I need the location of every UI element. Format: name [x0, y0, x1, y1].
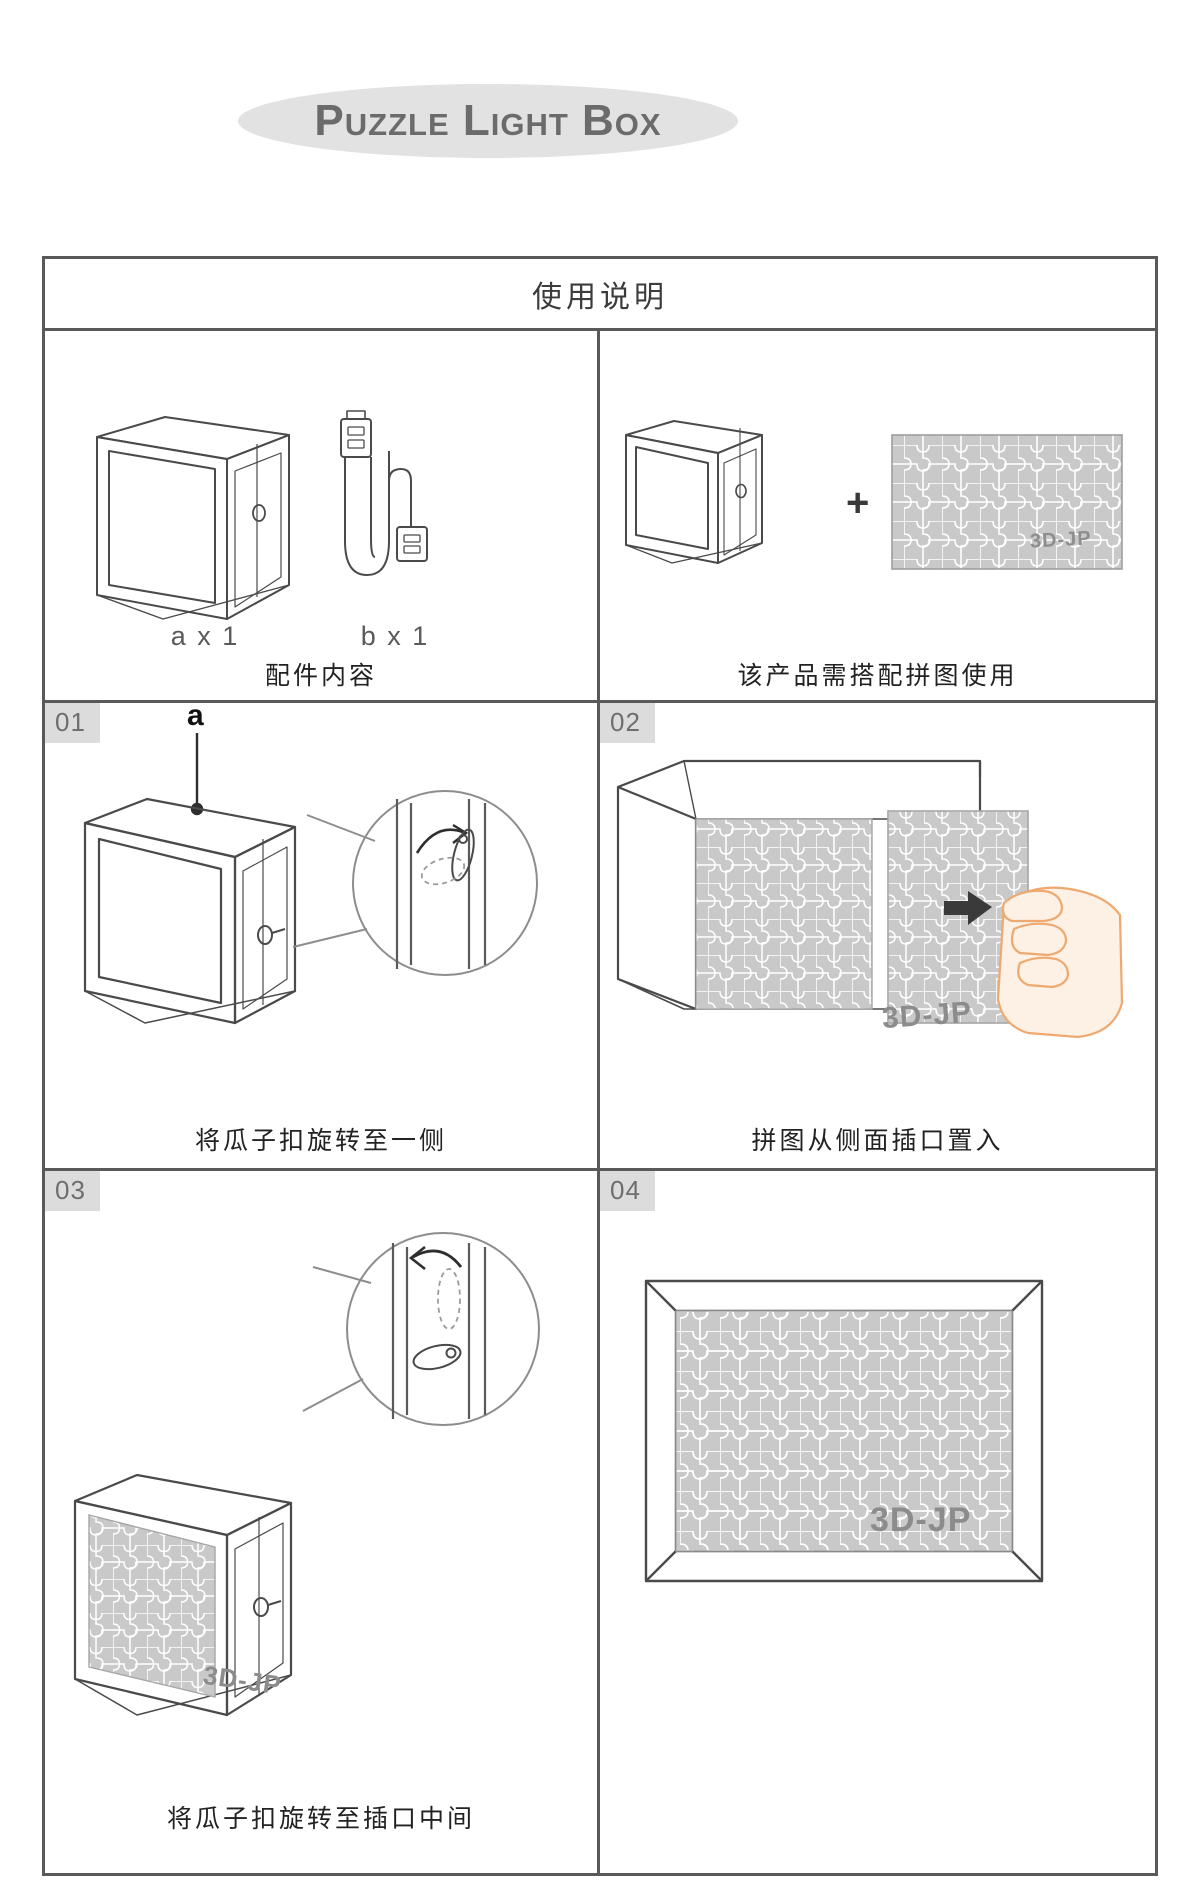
manual-row-intro: a x 1 b x 1 配件内容	[45, 331, 1155, 703]
plus-icon: +	[846, 481, 870, 525]
step-02-brand-mark: 3D-JP	[880, 995, 974, 1036]
accessories-caption: 配件内容	[264, 661, 377, 690]
puzzle-brand-mark: 3D-JP	[1029, 527, 1093, 553]
accessory-a-quantity: a x 1	[170, 621, 240, 651]
step-number-02: 02	[600, 703, 655, 743]
step-02-caption: 拼图从侧面插口置入	[751, 1126, 1004, 1155]
accessory-b-quantity: b x 1	[360, 621, 430, 651]
cell-requirement: + 3D-JP 该产品需搭配拼图使用	[600, 331, 1155, 700]
cell-accessories: a x 1 b x 1 配件内容	[45, 331, 600, 700]
cell-step-04: 04	[600, 1171, 1155, 1873]
instruction-manual-table: 使用说明	[42, 256, 1158, 1876]
step-01-caption: 将瓜子扣旋转至一侧	[194, 1126, 447, 1155]
accessories-illustration	[96, 410, 428, 620]
cell-step-01: 01	[45, 703, 600, 1168]
cell-step-03: 03	[45, 1171, 600, 1873]
step-number-01: 01	[45, 703, 100, 743]
cell-step-02: 02	[600, 703, 1155, 1168]
step-number-04: 04	[600, 1171, 655, 1211]
step-04-illustration	[644, 1279, 1044, 1583]
step-03-illustration	[73, 1232, 540, 1717]
step-03-caption: 将瓜子扣旋转至插口中间	[166, 1804, 475, 1833]
step-01-callout-label: a	[187, 703, 204, 732]
step-01-illustration	[83, 733, 538, 1025]
manual-header: 使用说明	[45, 259, 1155, 331]
title-ellipse-background	[238, 84, 738, 158]
requirement-illustration	[625, 420, 1123, 570]
step-number-03: 03	[45, 1171, 100, 1211]
requirement-caption: 该产品需搭配拼图使用	[737, 661, 1018, 690]
manual-header-title: 使用说明	[532, 279, 668, 315]
page-title: Puzzle Light Box	[314, 96, 662, 145]
step-04-brand-mark: 3D-JP	[870, 1501, 972, 1539]
step-02-illustration	[616, 759, 1124, 1039]
title-banner: Puzzle Light Box	[0, 0, 1200, 250]
manual-row-steps-1-2: 01	[45, 703, 1155, 1171]
manual-row-steps-3-4: 03	[45, 1171, 1155, 1873]
